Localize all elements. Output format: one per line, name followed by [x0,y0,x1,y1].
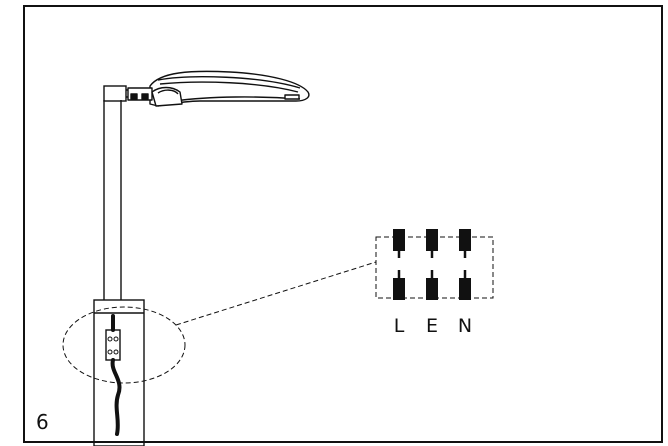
terminal-label-n: N [458,315,472,337]
terminal-label-l: L [394,315,405,337]
luminaire-head [127,70,310,107]
terminal-connector-n [459,229,471,300]
street-light-pole [103,85,155,300]
diagram-frame [23,5,663,443]
terminal-connector-e [426,229,438,300]
pole-access-door [93,299,145,446]
step-number: 6 [36,410,49,434]
terminal-label-e: E [426,315,438,337]
supply-cable [110,314,122,436]
terminal-block [105,329,121,361]
detail-callout-leader [175,261,377,326]
terminal-connector-l [393,229,405,300]
detail-callout-ellipse [62,306,186,384]
